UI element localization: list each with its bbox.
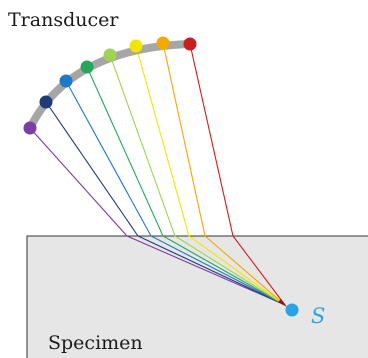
transducer-element-8 — [183, 37, 197, 51]
ray-element-7 — [162, 42, 286, 306]
transducer-element-1 — [23, 121, 37, 135]
transducer-element-5 — [103, 48, 117, 62]
ray-element-5 — [109, 54, 286, 306]
transducer-elements — [23, 36, 197, 135]
specimen-label: Specimen — [48, 332, 143, 354]
ray-element-3 — [65, 80, 286, 306]
transducer-element-4 — [80, 60, 94, 74]
ray-paths — [29, 42, 287, 307]
transducer-label: Transducer — [8, 9, 119, 31]
ray-element-1 — [29, 127, 286, 306]
transducer-element-3 — [59, 74, 73, 88]
ray-element-8 — [189, 43, 286, 306]
ray-element-6 — [135, 45, 286, 306]
focal-point-marker — [285, 303, 299, 317]
ray-element-4 — [86, 66, 286, 306]
transducer-element-2 — [39, 95, 53, 109]
transducer-element-6 — [129, 39, 143, 53]
focus-arrowhead — [278, 299, 287, 307]
specimen-block — [26, 235, 368, 358]
transducer-element-7 — [156, 36, 170, 50]
ray-element-2 — [45, 101, 286, 306]
focal-point-label: S — [311, 304, 325, 328]
